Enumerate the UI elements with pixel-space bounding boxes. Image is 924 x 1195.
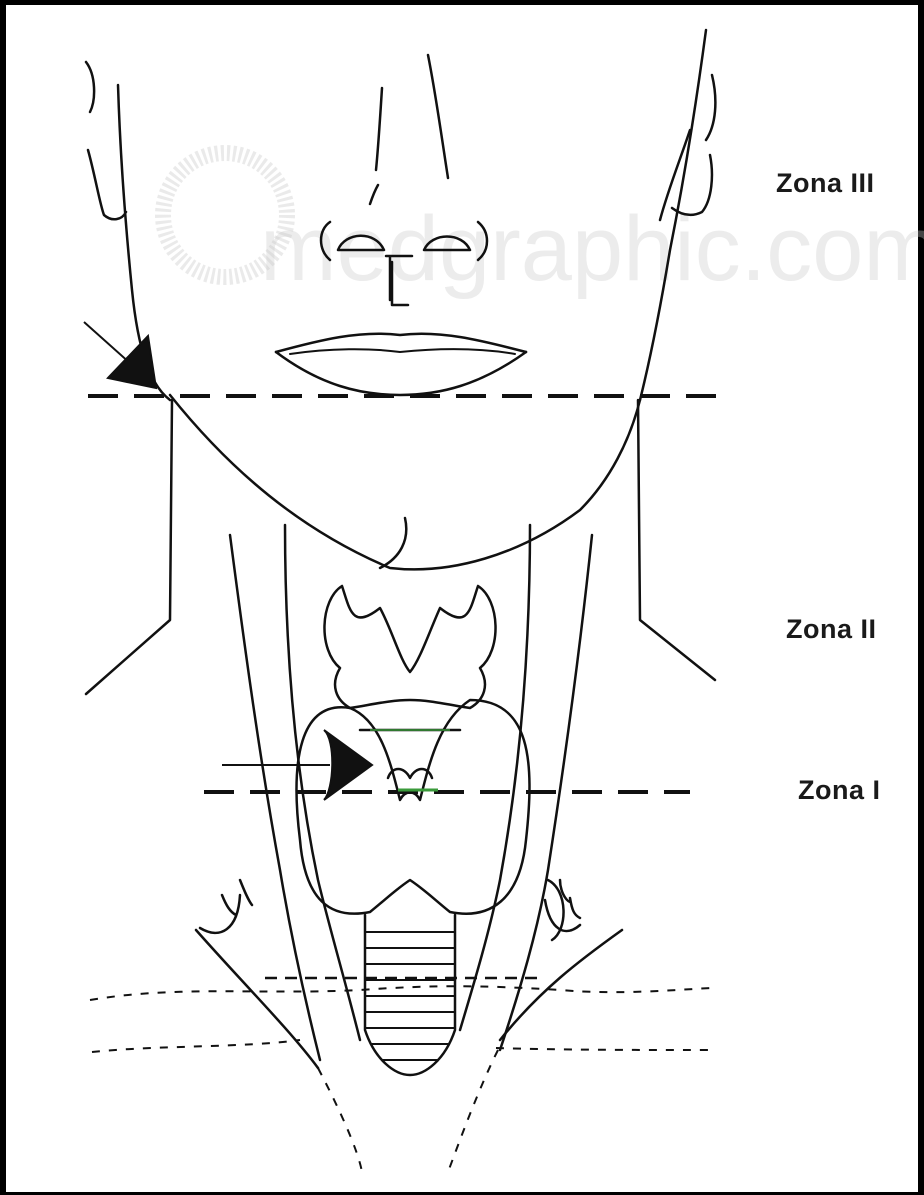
zone-i-label: Zona I [798,775,881,806]
lower-lip [276,352,526,395]
clavicle-dashed-lower [92,1040,712,1052]
mouth-line [290,349,515,354]
right-ear [672,75,715,215]
thyroid-cartilage [324,586,495,708]
left-subclavian-dashed [318,1068,362,1172]
zone-ii-label: Zona II [786,614,877,645]
zone-iii-label: Zona III [776,168,875,199]
right-clavicle-line [500,930,622,1040]
left-clavicle-line [196,930,318,1068]
left-neck-side [86,400,172,694]
left-vessel-branch [200,880,252,933]
clavicle-dashed-upper [90,986,712,1000]
upper-lip [276,334,526,352]
nose-bridge-right [428,55,448,178]
trachea-rings [365,932,455,1060]
right-neck-side [638,400,715,680]
thyroid-gland [297,700,530,914]
nose-bridge-left [376,88,382,170]
chin-crease [380,518,406,568]
right-subclavian-dashed [448,1050,498,1172]
angle-of-mandible-arrow [84,322,156,388]
right-scm-inner [460,525,530,1030]
